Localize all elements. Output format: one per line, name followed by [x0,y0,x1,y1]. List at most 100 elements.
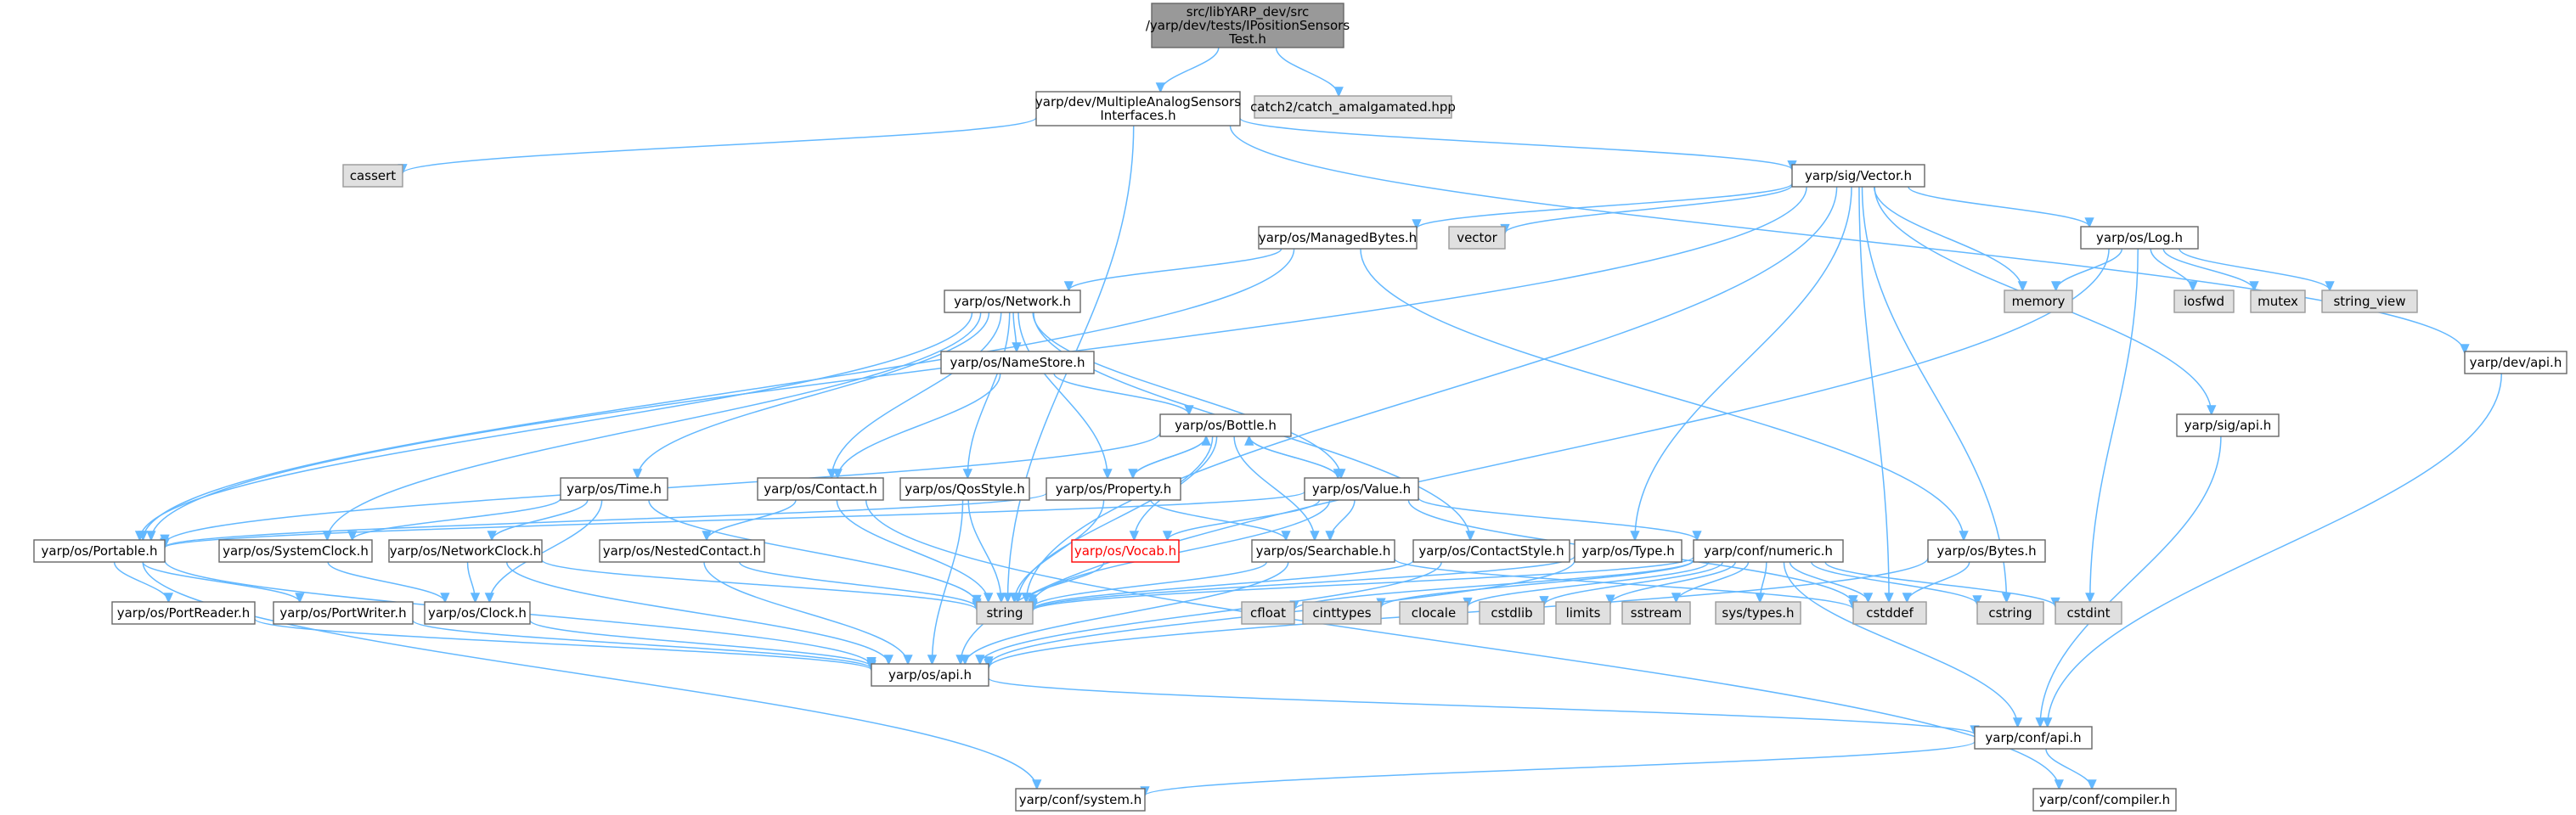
node-numeric[interactable]: yarp/conf/numeric.h [1693,539,1844,563]
edge-sigapi-to-confapi [2035,436,2222,728]
node-label: yarp/conf/system.h [1019,792,1142,807]
node-cstddef: cstddef [1852,601,1927,625]
node-managed[interactable]: yarp/os/ManagedBytes.h [1258,226,1418,250]
node-box [944,289,1081,313]
node-box [1852,601,1927,625]
node-label: cstddef [1866,605,1914,621]
node-box [1412,539,1570,563]
node-box [1791,164,1925,188]
node-box [218,539,373,563]
edge-time-to-sysclock [347,497,561,542]
edge-bottle-to-searchable [1233,436,1320,542]
nodes-layer: src/libYARP_dev/src/yarp/dev/tests/IPosi… [33,3,2568,812]
edge-netclock-to-string [541,559,982,612]
edge-vector_h-to-vector [1500,184,1793,235]
edge-vector_h-to-managed [1412,183,1793,230]
edge-netclock-to-clock [466,561,481,604]
node-box [871,663,989,687]
node-label: yarp/os/Type.h [1581,543,1675,559]
node-label: yarp/os/Time.h [566,481,662,497]
node-searchable[interactable]: yarp/os/Searchable.h [1251,539,1395,563]
node-portwriter[interactable]: yarp/os/PortWriter.h [273,601,414,625]
node-devapi[interactable]: yarp/dev/api.h [2464,351,2568,374]
edge-log-to-string_view [2179,248,2335,292]
node-namestore[interactable]: yarp/os/NameStore.h [940,351,1095,374]
node-contact[interactable]: yarp/os/Contact.h [757,477,884,501]
node-box [1251,539,1395,563]
edge-namestore-to-contact [832,373,1001,480]
node-box [1071,539,1180,563]
node-vector_h[interactable]: yarp/sig/Vector.h [1791,164,1925,188]
node-label: yarp/os/api.h [888,667,972,683]
node-time[interactable]: yarp/os/Time.h [560,477,668,501]
node-box [1159,413,1292,437]
edge-network-to-property [1017,312,1113,480]
node-label: yarp/os/Value.h [1312,481,1411,497]
node-clocale: clocale [1399,601,1468,625]
node-box [1574,539,1683,563]
edge-qos-to-osapi [927,499,964,666]
node-label: yarp/os/Property.h [1056,481,1171,497]
node-label: yarp/os/Searchable.h [1256,543,1391,559]
edge-multi-to-vector_h [1239,117,1797,171]
node-box [1241,601,1295,625]
node-qos[interactable]: yarp/os/QosStyle.h [899,477,1030,501]
node-box [940,351,1095,374]
node-network[interactable]: yarp/os/Network.h [944,289,1081,313]
edge-time-to-netclock [487,499,589,542]
node-root[interactable]: src/libYARP_dev/src/yarp/dev/tests/IPosi… [1146,3,1350,48]
node-label: sys/types.h [1722,605,1794,621]
node-netclock[interactable]: yarp/os/NetworkClock.h [388,539,543,563]
node-label: catch2/catch_amalgamated.hpp [1250,99,1456,115]
node-string_view: string_view [2321,289,2418,313]
node-box [111,601,256,625]
node-portreader[interactable]: yarp/os/PortReader.h [111,601,256,625]
node-portable[interactable]: yarp/os/Portable.h [33,539,166,563]
node-osapi[interactable]: yarp/os/api.h [871,663,989,687]
node-string: string [976,601,1034,625]
node-label: Interfaces.h [1100,108,1175,123]
node-sigapi[interactable]: yarp/sig/api.h [2176,413,2280,437]
node-bottle[interactable]: yarp/os/Bottle.h [1159,413,1292,437]
node-type[interactable]: yarp/os/Type.h [1574,539,1683,563]
node-box [599,539,765,563]
edge-numeric-to-limits [1605,561,1736,606]
node-property[interactable]: yarp/os/Property.h [1046,477,1181,501]
node-label: yarp/os/QosStyle.h [905,481,1025,497]
node-box [1974,726,2093,750]
node-mutex: mutex [2250,289,2306,313]
edge-nested-to-osapi [703,561,913,666]
edge-numeric-to-systypes [1755,561,1767,604]
node-value[interactable]: yarp/os/Value.h [1304,477,1419,501]
node-confapi[interactable]: yarp/conf/api.h [1974,726,2093,750]
node-multi[interactable]: yarp/dev/MultipleAnalogSensorsInterfaces… [1035,91,1241,126]
node-label: clocale [1412,605,1456,621]
edge-log-to-mutex [2162,248,2259,292]
edge-bytes-to-cstddef [1902,561,1970,604]
node-sysclock[interactable]: yarp/os/SystemClock.h [218,539,373,563]
edge-namestore-to-bottle [1053,373,1194,416]
node-contactstyle[interactable]: yarp/os/ContactStyle.h [1412,539,1570,563]
node-system[interactable]: yarp/conf/system.h [1015,788,1146,812]
node-log[interactable]: yarp/os/Log.h [2080,226,2199,250]
node-vector: vector [1448,226,1506,250]
node-box [1927,539,2046,563]
node-box [2004,289,2073,313]
node-label: string [986,605,1023,621]
edge-time-to-clock [484,499,603,604]
edge-managed-to-network [1063,248,1282,292]
node-compiler[interactable]: yarp/conf/compiler.h [2032,788,2177,812]
node-bytes[interactable]: yarp/os/Bytes.h [1927,539,2046,563]
node-nested[interactable]: yarp/os/NestedContact.h [599,539,765,563]
edge-vector_h-to-cstddef [1858,186,1894,604]
node-limits: limits [1555,601,1611,625]
node-clock[interactable]: yarp/os/Clock.h [424,601,531,625]
edge-value-to-searchable [1325,499,1356,542]
edge-root-to-multi [1155,47,1220,93]
edge-numeric-to-cstdlib [1539,561,1723,607]
node-label: yarp/os/Contact.h [764,481,877,497]
node-vocab[interactable]: yarp/os/Vocab.h [1071,539,1180,563]
node-cassert: cassert [342,164,403,188]
edge-vector_h-to-cstring [1861,186,2012,604]
edge-managed-to-bytes [1360,248,1969,542]
